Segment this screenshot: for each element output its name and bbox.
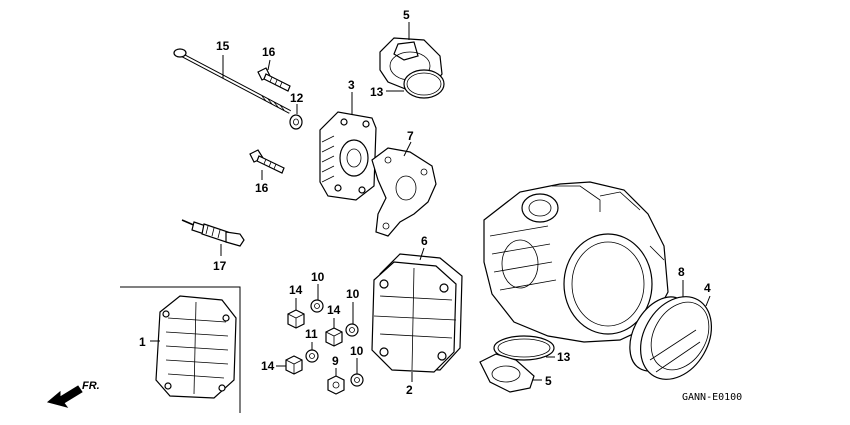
callout-13-top: 13 bbox=[370, 85, 384, 99]
part-10-washer-3[interactable] bbox=[350, 373, 364, 387]
callout-1: 1 bbox=[139, 335, 146, 349]
callout-14-upper: 14 bbox=[289, 283, 303, 297]
part-13-o-ring-top[interactable] bbox=[403, 69, 445, 99]
callout-12: 12 bbox=[290, 91, 304, 105]
part-16-bolt-lower[interactable] bbox=[249, 149, 285, 174]
callout-5-top: 5 bbox=[403, 8, 410, 22]
part-14-cap-nut-lower[interactable] bbox=[285, 355, 303, 375]
part-14-cap-nut-right[interactable] bbox=[325, 327, 343, 347]
front-direction-arrow bbox=[46, 385, 83, 408]
part-5-plug-cap-lower[interactable] bbox=[479, 353, 535, 393]
callout-17: 17 bbox=[213, 259, 227, 273]
callout-7: 7 bbox=[407, 129, 414, 143]
part-9-nut[interactable] bbox=[327, 375, 345, 395]
part-2-cylinder-head-cover[interactable] bbox=[371, 261, 457, 373]
part-7-gasket[interactable] bbox=[371, 147, 437, 237]
callout-10-b: 10 bbox=[346, 287, 360, 301]
part-3-tensioner-housing[interactable] bbox=[319, 111, 377, 201]
part-10-washer-2[interactable] bbox=[345, 323, 359, 337]
diagram-code: GANN-E0100 bbox=[682, 392, 742, 403]
callout-14-lower: 14 bbox=[261, 359, 275, 373]
part-12-washer[interactable] bbox=[289, 114, 303, 130]
part-16-bolt-upper[interactable] bbox=[257, 67, 291, 92]
callout-15: 15 bbox=[216, 39, 230, 53]
cylinder-block bbox=[483, 181, 669, 343]
part-11-washer[interactable] bbox=[305, 349, 319, 363]
callout-14-right: 14 bbox=[327, 303, 341, 317]
part-13-o-ring-lower[interactable] bbox=[493, 335, 555, 361]
part-14-cap-nut-upper[interactable] bbox=[287, 309, 305, 329]
callout-10-a: 10 bbox=[311, 270, 325, 284]
callout-9: 9 bbox=[332, 354, 339, 368]
callout-16-lower: 16 bbox=[255, 181, 269, 195]
callout-10-c: 10 bbox=[350, 344, 364, 358]
part-4-side-cover[interactable] bbox=[626, 284, 725, 392]
callout-5-lower: 5 bbox=[545, 374, 552, 388]
part-17-spark-plug[interactable] bbox=[181, 219, 245, 247]
part-10-washer-1[interactable] bbox=[310, 299, 324, 313]
callout-16-upper: 16 bbox=[262, 45, 276, 59]
callout-11: 11 bbox=[305, 327, 318, 341]
part-15-stud-bolt[interactable] bbox=[173, 48, 291, 114]
callout-2: 2 bbox=[406, 383, 413, 397]
callout-8: 8 bbox=[678, 265, 685, 279]
callout-13-lower: 13 bbox=[557, 350, 571, 364]
front-direction-label: FR. bbox=[82, 380, 100, 392]
callout-3: 3 bbox=[348, 78, 355, 92]
callout-4: 4 bbox=[704, 281, 711, 295]
inset-frame bbox=[120, 286, 241, 413]
part-1-head-cover[interactable] bbox=[155, 295, 237, 399]
callout-6: 6 bbox=[421, 234, 428, 248]
